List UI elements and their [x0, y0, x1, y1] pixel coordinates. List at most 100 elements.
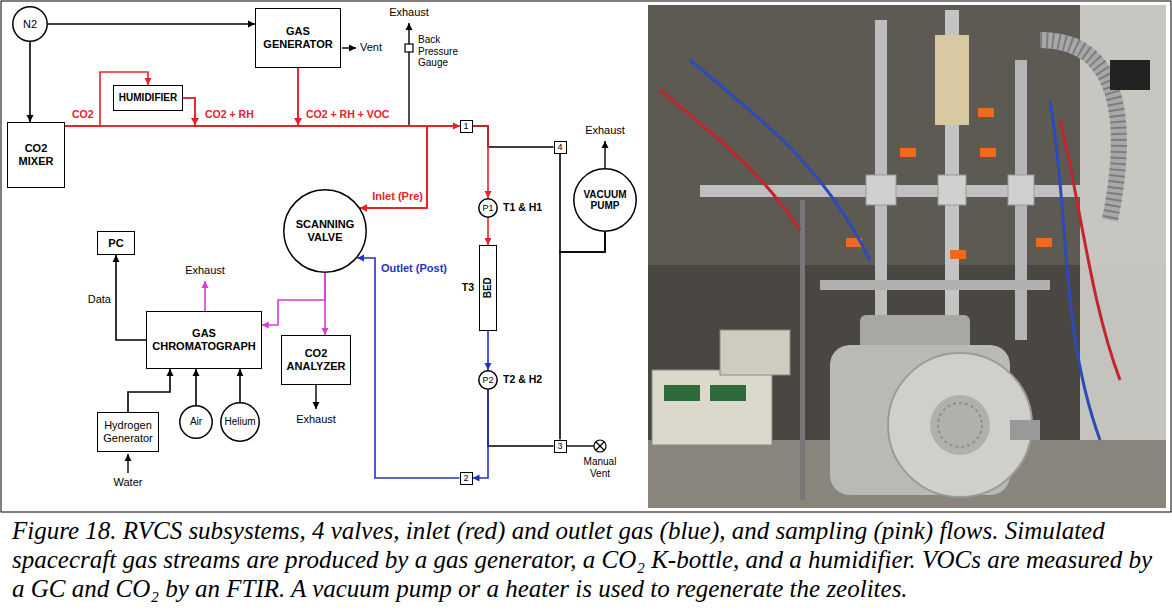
valve-handle [1036, 238, 1052, 247]
outlet-label: Outlet (Post) [381, 262, 447, 275]
node-text: CO2 ANALYZER [287, 347, 346, 372]
flow-line [487, 218, 489, 245]
instrument-box: CO2 ANALYZER [281, 335, 352, 385]
flow-line [298, 68, 460, 126]
node-text: GAS CHROMATOGRAPH [152, 327, 255, 352]
node-text: Hydrogen Generator [103, 419, 153, 444]
circle-outline [221, 403, 259, 441]
flow-line [473, 390, 489, 478]
instrument-box: GAS CHROMATOGRAPH [146, 311, 261, 369]
flow-label: CO2 + RH + VOC [306, 108, 389, 120]
gas-source-circle: Helium [220, 402, 260, 442]
figure-border [1, 1, 1171, 512]
flow-line [357, 258, 459, 478]
node-text: BED [482, 277, 494, 298]
valve-box: 1 [460, 120, 473, 133]
computer-box: PC [97, 231, 135, 255]
valve-handle [980, 148, 996, 157]
exhaust-label: Exhaust [389, 6, 429, 19]
exhaust-arrow [408, 23, 409, 44]
sensor-label: T1 & H1 [503, 201, 542, 213]
flow-line [487, 331, 489, 370]
node-text: PC [108, 237, 123, 250]
node-text: N2 [23, 18, 37, 31]
node-text: SCANNING VALVE [296, 218, 355, 243]
photo-ground [648, 5, 1166, 508]
steel-tube [820, 280, 1050, 290]
tube-fitting [1008, 175, 1034, 205]
flow-line [298, 68, 427, 208]
flow-line [183, 98, 459, 126]
sensor-circle: P2 [478, 370, 498, 390]
caption-area: Figure 18. RVCS subsystems, 4 valves, in… [12, 516, 1162, 603]
inlet-label: Inlet (Pre) [372, 190, 423, 203]
supply-display [710, 385, 746, 401]
valve-box: 2 [460, 472, 473, 485]
vent-label: Vent [360, 41, 382, 54]
valve-box: 4 [554, 141, 567, 154]
water-arrow [127, 454, 128, 473]
flow-meter [1110, 60, 1150, 90]
power-supply [652, 370, 772, 445]
node-text: 1 [463, 121, 468, 131]
vent-line [567, 445, 594, 446]
exhaust-arrow [204, 281, 206, 311]
flow-line [473, 126, 554, 147]
flow-line [262, 273, 325, 325]
valve-handle [950, 250, 966, 259]
pump-port [1010, 420, 1040, 440]
manual-vent-symbol [596, 442, 604, 450]
circle-outline [479, 371, 497, 389]
circle-outline [13, 7, 47, 41]
photo-panel [1080, 5, 1166, 508]
valve-handle [900, 148, 916, 157]
hose-ribs [1040, 40, 1119, 220]
flow-line [488, 390, 554, 446]
tube-fitting [938, 175, 966, 205]
circle-outline [284, 190, 366, 272]
process-box: HUMIDIFIER [113, 85, 183, 111]
sensor-circle: P1 [478, 198, 498, 218]
vent-arrow [342, 47, 356, 48]
gauge-line [408, 52, 409, 126]
node-text: 2 [463, 473, 468, 483]
node-text: 4 [557, 142, 562, 152]
flow-line [195, 369, 197, 405]
blue-cable [690, 60, 870, 260]
exhaust-label: Exhaust [185, 264, 225, 277]
valve-box: 3 [554, 440, 567, 453]
pump-circle: VACUUM PUMP [573, 168, 637, 232]
bed-box: BED [479, 245, 497, 331]
water-label: Water [114, 476, 143, 489]
flexible-hose [1040, 40, 1119, 220]
node-text: 3 [557, 441, 562, 451]
node-text: P2 [482, 375, 493, 385]
flow-line [473, 126, 489, 198]
exhaust-arrow [315, 385, 316, 409]
node-text: HUMIDIFIER [119, 92, 177, 104]
flow-line [29, 42, 31, 122]
gas-source-circle: N2 [12, 6, 48, 42]
gauge-label: Back Pressure Gauge [418, 34, 458, 69]
node-text: VACUUM PUMP [583, 189, 626, 212]
circle-outline [180, 406, 212, 438]
power-supply [720, 330, 790, 375]
process-box: GAS GENERATOR [255, 8, 341, 68]
lab-photo [648, 5, 1166, 508]
flow-line [560, 232, 605, 440]
sensor-label: T2 & H2 [503, 373, 542, 385]
flow-line [183, 98, 427, 208]
exhaust-label: Exhaust [585, 124, 625, 137]
node-text: Helium [224, 416, 255, 428]
node-text: GAS GENERATOR [263, 25, 332, 50]
edge-label: Data [88, 293, 111, 306]
flow-line [48, 23, 255, 25]
gauge-symbol [405, 44, 413, 52]
valve-circle: SCANNING VALVE [283, 189, 367, 273]
supply-display [664, 385, 700, 401]
manual-vent-symbol [594, 440, 606, 452]
flow-line [128, 369, 170, 412]
stand-rod [800, 200, 805, 500]
red-cable [1060, 120, 1120, 380]
exhaust-arrow [604, 141, 605, 168]
